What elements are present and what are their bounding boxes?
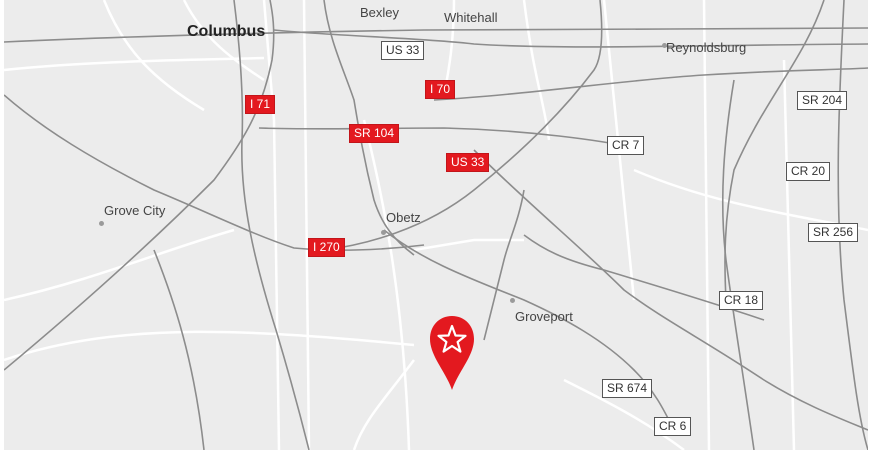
highway-shield-sr674: SR 674: [602, 379, 653, 398]
place-label-groveport: Groveport: [515, 309, 573, 324]
road-network: [4, 0, 868, 450]
highway-shield-cr7: CR 7: [607, 136, 645, 155]
highway-shield-us33: US 33: [446, 153, 490, 172]
city-dot: [510, 298, 515, 303]
place-label-grove-city: Grove City: [104, 203, 166, 218]
highway-shield-cr20: CR 20: [786, 162, 831, 181]
place-label-bexley: Bexley: [360, 5, 400, 20]
highway-shield-sr104: SR 104: [349, 124, 400, 143]
place-label-obetz: Obetz: [386, 210, 421, 225]
highway-shield-i71: I 71: [245, 95, 276, 114]
star-location-pin-icon[interactable]: [428, 314, 476, 392]
highway-shield-i70: I 70: [425, 80, 456, 99]
highway-shield-sr256: SR 256: [808, 223, 859, 242]
place-label-whitehall: Whitehall: [444, 10, 498, 25]
highway-shield-sr204: SR 204: [797, 91, 848, 110]
highway-shield-us33-top: US 33: [381, 41, 425, 60]
highway-shield-cr6: CR 6: [654, 417, 692, 436]
place-label-columbus: Columbus: [187, 23, 266, 40]
map-view[interactable]: Columbus Bexley Whitehall Reynoldsburg G…: [4, 0, 868, 450]
city-dot: [662, 43, 667, 48]
place-label-reynoldsburg: Reynoldsburg: [666, 40, 747, 55]
highway-shield-cr18: CR 18: [719, 291, 764, 310]
city-dot: [99, 221, 104, 226]
city-dot: [381, 230, 386, 235]
highway-shield-i270: I 270: [308, 238, 345, 257]
